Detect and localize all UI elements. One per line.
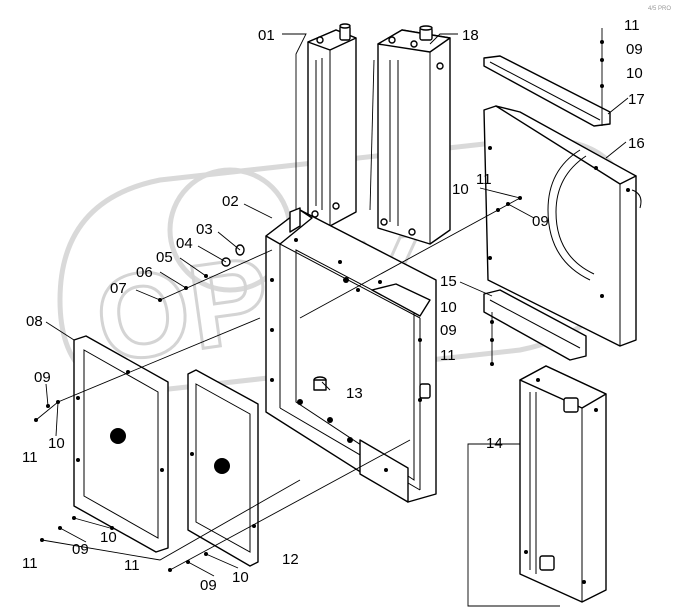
corner-mark: 4/5 PRO [648, 6, 671, 12]
part-17-bracket [483, 55, 611, 127]
label-16: 16 [628, 135, 645, 152]
label-07: 07 [110, 280, 127, 297]
label-11-top: 11 [624, 17, 640, 34]
label-10-left: 10 [48, 435, 65, 452]
part-01-cooler [307, 23, 357, 227]
label-09-left: 09 [34, 369, 51, 386]
label-12: 12 [282, 551, 299, 568]
callout-labels: 01 18 02 03 04 05 06 07 08 09 10 11 11 0… [22, 17, 645, 594]
label-05: 05 [156, 249, 173, 266]
label-17: 17 [628, 91, 645, 108]
label-06: 06 [136, 264, 153, 281]
part-15-bracket [483, 289, 587, 361]
label-03: 03 [196, 221, 213, 238]
label-04: 04 [176, 235, 193, 252]
label-13: 13 [346, 385, 363, 402]
label-11-bl: 11 [22, 555, 38, 572]
label-10-bm: 10 [232, 569, 249, 586]
label-11-mid: 11 [440, 347, 456, 364]
label-09-mid: 09 [440, 322, 457, 339]
part-08-screen [73, 335, 169, 553]
label-18: 18 [462, 27, 479, 44]
label-09-ur: 09 [532, 213, 549, 230]
part-12-screen [187, 369, 259, 567]
label-11-bm: 11 [124, 557, 140, 574]
label-11-ur: 11 [476, 171, 492, 188]
label-15: 15 [440, 273, 457, 290]
label-10-bl: 10 [100, 529, 117, 546]
label-14: 14 [486, 435, 503, 452]
label-11-left: 11 [22, 449, 38, 466]
label-08: 08 [26, 313, 43, 330]
label-10-ur: 10 [452, 181, 469, 198]
leader-lines [35, 28, 629, 607]
part-14-radiator [519, 365, 607, 603]
label-01: 01 [258, 27, 275, 44]
label-09-bm: 09 [200, 577, 217, 594]
main-frame [265, 207, 437, 503]
label-09-bl: 09 [72, 541, 89, 558]
part-16-shroud [483, 105, 642, 347]
hardware-bl-stack [40, 516, 76, 542]
label-02: 02 [222, 193, 239, 210]
part-18-cooler [377, 25, 451, 245]
label-10-mid: 10 [440, 299, 457, 316]
label-10-top: 10 [626, 65, 643, 82]
label-09-top: 09 [626, 41, 643, 58]
